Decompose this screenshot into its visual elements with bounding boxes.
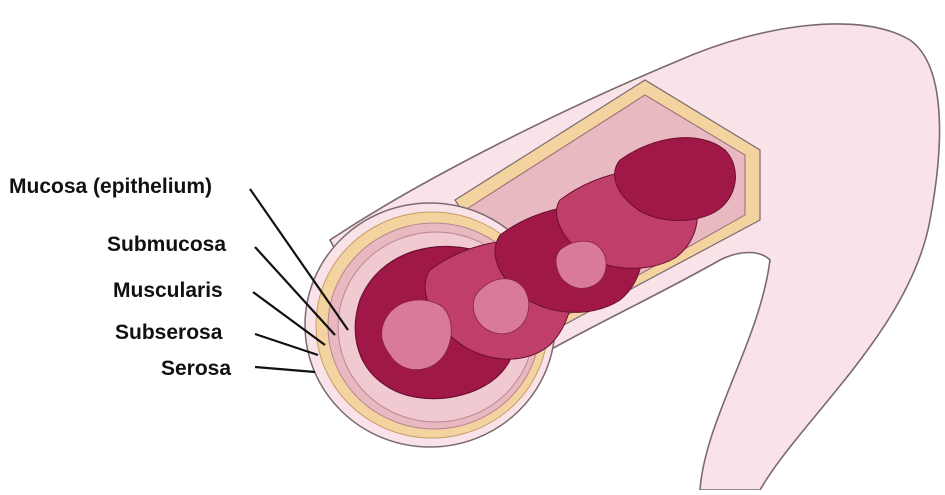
label-subserosa: Subserosa — [115, 322, 222, 343]
label-muscularis: Muscularis — [113, 280, 223, 301]
leader-line-serosa — [255, 367, 315, 372]
label-mucosa: Mucosa (epithelium) — [9, 176, 212, 197]
label-submucosa: Submucosa — [107, 234, 226, 255]
label-serosa: Serosa — [161, 358, 231, 379]
